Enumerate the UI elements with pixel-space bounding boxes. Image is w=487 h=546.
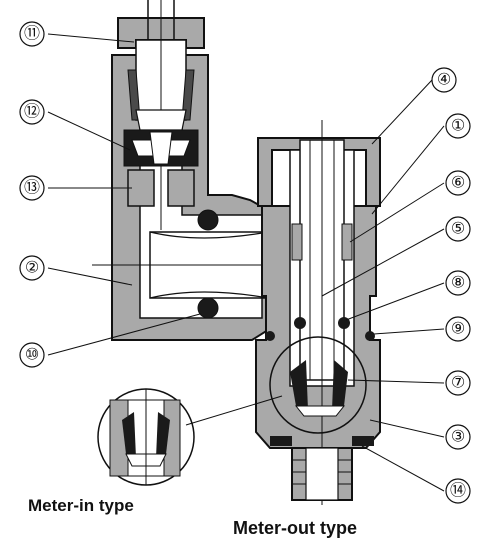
- o-rings: [197, 209, 219, 319]
- callout-4: ④: [431, 67, 457, 93]
- callout-2: ②: [19, 255, 45, 281]
- release-button: [117, 0, 205, 230]
- callout-13: ⑬: [19, 175, 45, 201]
- svg-text:⑩: ⑩: [25, 347, 39, 364]
- elbow-bore-curve-top: [149, 231, 269, 239]
- packing-seal: [123, 129, 199, 167]
- svg-text:⑦: ⑦: [451, 375, 465, 392]
- meter-in-inset: [97, 388, 283, 486]
- u-seal-detail: [269, 336, 367, 434]
- callout-5: ⑤: [445, 216, 471, 242]
- caption-meter-out: Meter-out type: [233, 518, 358, 538]
- o-ring-upper: [197, 209, 219, 231]
- svg-text:③: ③: [451, 429, 465, 446]
- stud-ring: [127, 169, 195, 207]
- svg-text:⑤: ⑤: [451, 221, 465, 238]
- inset-leader: [185, 395, 283, 426]
- svg-text:⑭: ⑭: [450, 482, 466, 500]
- svg-text:⑪: ⑪: [24, 25, 40, 43]
- elbow-bore-curve: [149, 291, 269, 299]
- callout-1: ①: [445, 113, 471, 139]
- o-ring-lower: [197, 297, 219, 319]
- svg-text:②: ②: [25, 260, 39, 277]
- svg-text:⑨: ⑨: [451, 321, 465, 338]
- callout-6: ⑥: [445, 170, 471, 196]
- callout-12: ⑫: [19, 99, 45, 125]
- callout-7: ⑦: [445, 370, 471, 396]
- svg-text:①: ①: [451, 118, 465, 135]
- callout-11: ⑪: [19, 21, 45, 47]
- svg-text:⑧: ⑧: [451, 275, 465, 292]
- svg-text:④: ④: [437, 72, 451, 89]
- svg-text:⑬: ⑬: [24, 179, 40, 197]
- callout-10: ⑩: [19, 342, 45, 368]
- chuck: [127, 69, 195, 131]
- caption-meter-in: Meter-in type: [28, 496, 134, 515]
- main-body: [255, 120, 381, 505]
- callout-9: ⑨: [445, 316, 471, 342]
- svg-text:⑫: ⑫: [24, 103, 40, 121]
- svg-text:⑥: ⑥: [451, 175, 465, 192]
- leader-lines: [47, 33, 445, 492]
- callouts: ⑪ ⑫ ⑬ ② ⑩ ④ ①: [19, 21, 471, 504]
- callout-3: ③: [445, 424, 471, 450]
- callout-8: ⑧: [445, 270, 471, 296]
- callout-14: ⑭: [445, 478, 471, 504]
